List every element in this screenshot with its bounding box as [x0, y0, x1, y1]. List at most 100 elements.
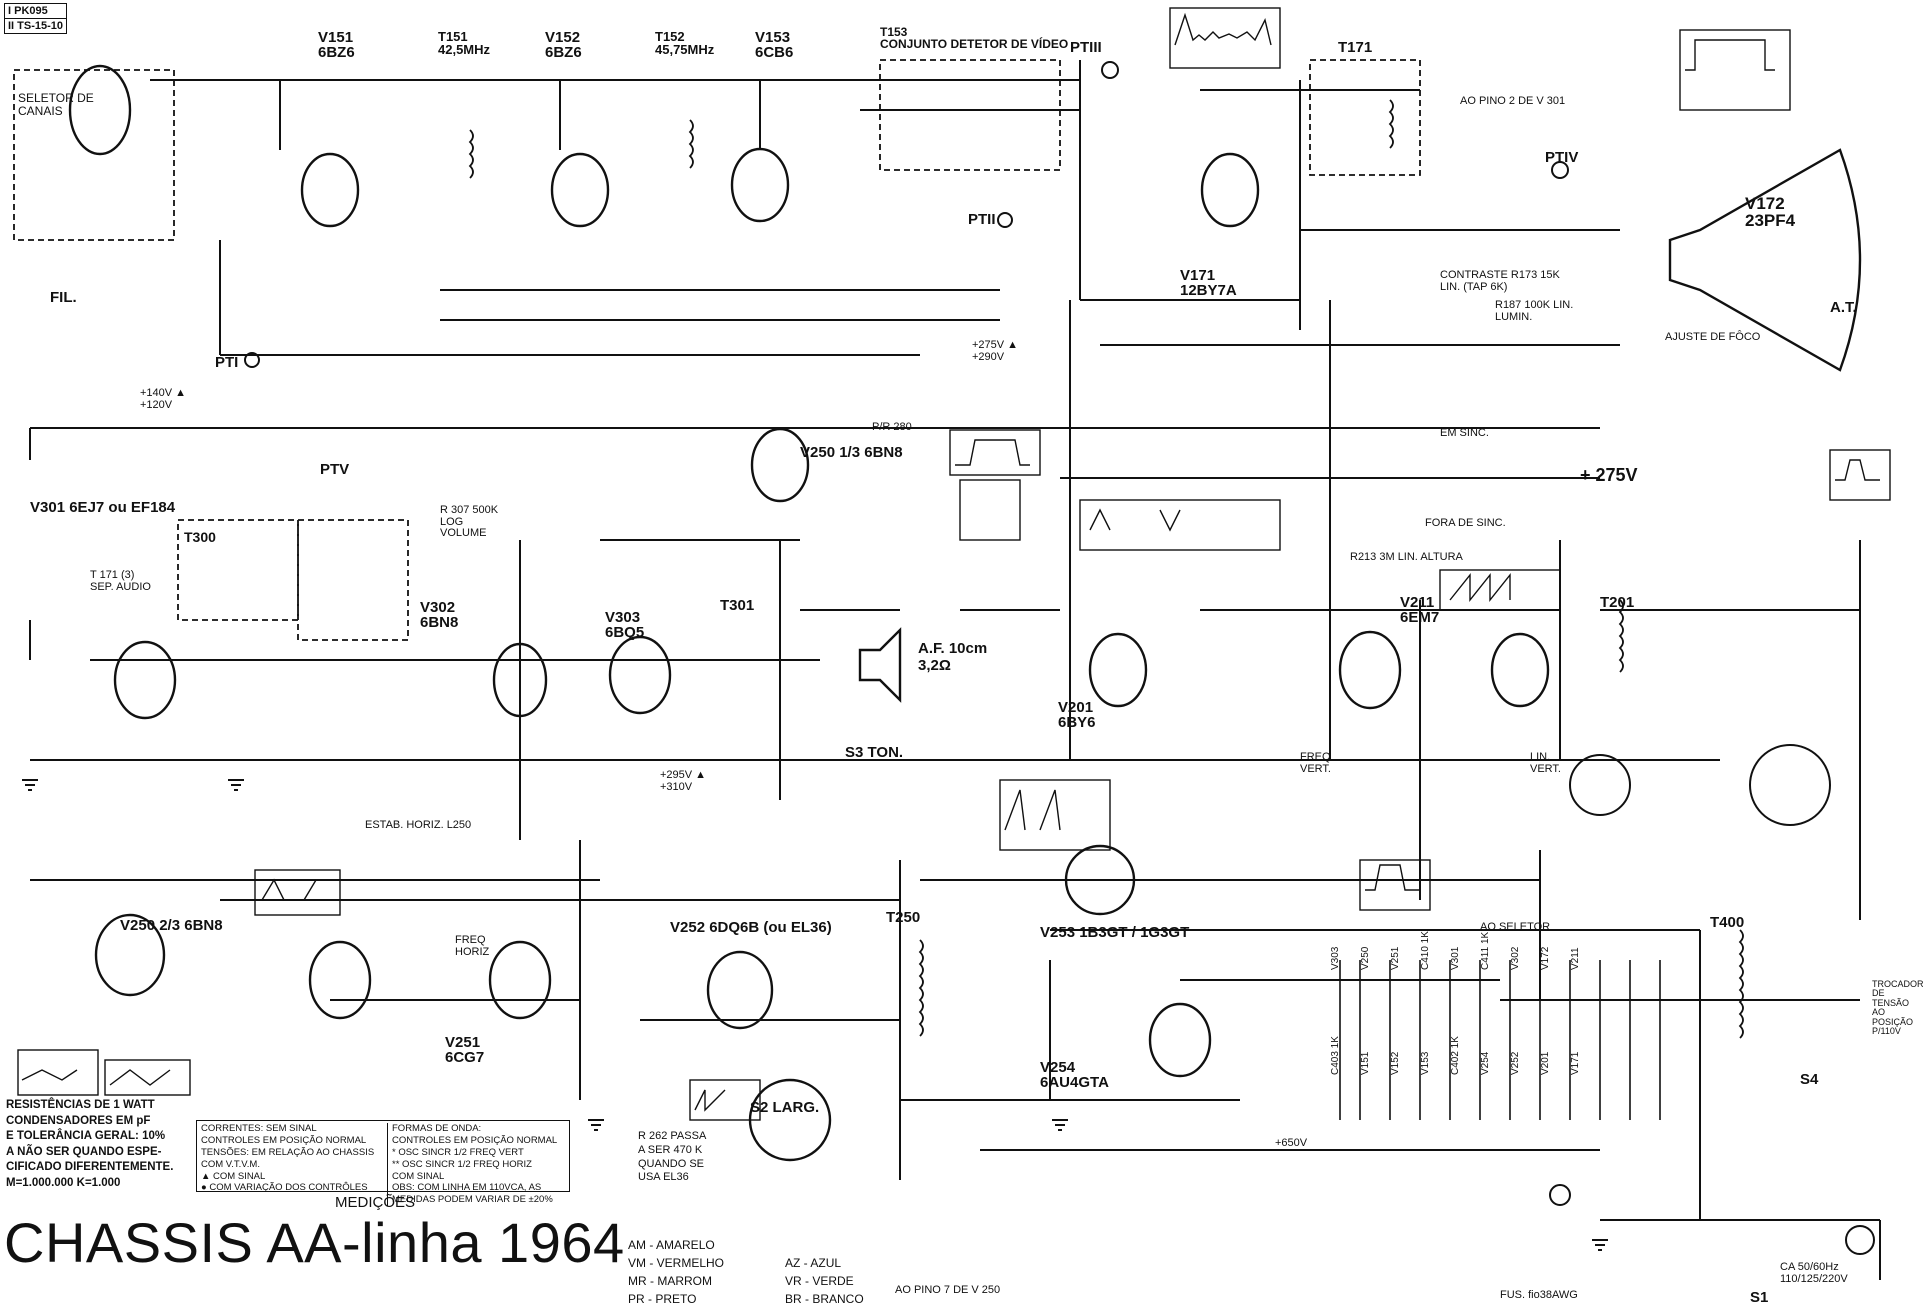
heater-item: V301 [1450, 946, 1461, 970]
heater-item: V211 [1570, 947, 1581, 970]
measurements-right: FORMAS DE ONDA: CONTROLES EM POSIÇÃO NOR… [387, 1123, 558, 1207]
measure-line: TENSÕES: EM RELAÇÃO AO CHASSIS [201, 1146, 375, 1158]
contrast-label: CONTRASTE R173 15K LIN. (TAP 6K) [1440, 269, 1560, 293]
chassis-title: CHASSIS AA-linha 1964 [4, 1211, 625, 1274]
horizontal-freq-label: FREQ HORIZ [455, 934, 490, 958]
power-switch-label: S1 [1750, 1289, 1769, 1306]
wire-color-legend-right: AZ - AZUL VR - VERDE BR - BRANCO [785, 1254, 864, 1308]
measure-line: COM SINAL [392, 1170, 445, 1182]
tube-label-v250a: V250 1/3 6BN8 [800, 444, 903, 461]
t171-audio-label: T 171 (3) SEP. AUDIO [90, 569, 151, 593]
t300-label: T300 [184, 529, 216, 545]
r262-note: R 262 PASSA A SER 470 K QUANDO SE USA EL… [638, 1130, 706, 1184]
measure-line: COM V.T.V.M. [201, 1158, 260, 1170]
heater-item: V252 [1510, 1051, 1521, 1075]
tube-label-t201: T201 [1600, 594, 1635, 611]
measure-line: * OSC SINCR 1/2 FREQ VERT [392, 1146, 524, 1158]
heater-item: C411 1K [1480, 931, 1491, 970]
chassis-code-2: II TS-15-10 [8, 20, 64, 32]
tube-label-t171: T171 [1338, 39, 1373, 56]
rail-295-label: +295V ▲ +310V [660, 769, 707, 793]
to-pin-v250-label: AO PINO 7 DE V 250 [895, 1284, 1001, 1296]
pt1-label: PTI [215, 354, 239, 371]
tube-label-v301: V301 6EJ7 ou EF184 [30, 499, 176, 516]
legend-item: MR - MARROM [628, 1274, 713, 1288]
speaker-label: A.F. 10cm 3,2Ω [918, 640, 988, 675]
heater-item: V151 [1360, 1051, 1371, 1075]
pt5-label: PTV [320, 461, 350, 478]
width-switch-label: S2 LARG. [750, 1099, 820, 1116]
legend-item: VR - VERDE [785, 1274, 854, 1288]
legend-item: VM - VERMELHO [628, 1256, 725, 1270]
to-pin-v301-label: AO PINO 2 DE V 301 [1460, 95, 1566, 107]
tube-label-t400: T400 [1710, 914, 1745, 931]
vertical-lin-label: LIN. VERT. [1530, 751, 1561, 775]
legend-item: BR - BRANCO [785, 1292, 864, 1306]
heater-item: V153 [1420, 1051, 1431, 1075]
supply-275-label: + 275V [1580, 465, 1638, 485]
measure-line: CONTROLES EM POSIÇÃO NORMAL [201, 1134, 367, 1146]
measure-line: ● COM VARIAÇÃO DOS CONTRÔLES [201, 1182, 368, 1194]
pt4-label: PTIV [1545, 149, 1579, 166]
hv-650-label: +650V [1275, 1137, 1308, 1149]
chassis-code-1: I PK095 [5, 4, 67, 19]
heater-item: C410 1K [1420, 931, 1431, 970]
heater-item: C403 1K [1330, 1036, 1341, 1075]
measure-line: CORRENTES: SEM SINAL [201, 1123, 317, 1134]
heater-item: V171 [1570, 1051, 1581, 1075]
note-line: E TOLERÂNCIA GERAL: 10% [6, 1130, 166, 1143]
volume-label: R 307 500K LOG VOLUME [440, 504, 499, 540]
tube-label-v253: V253 1B3GT / 1G3GT [1040, 924, 1190, 941]
measurements-title: MEDIÇÕES [335, 1194, 416, 1211]
in-sync-label: EM SINC. [1440, 427, 1489, 439]
tone-switch-label: S3 TON. [845, 744, 904, 761]
height-label: R213 3M LIN. ALTURA [1350, 551, 1463, 563]
mains-input-label: CA 50/60Hz 110/125/220V [1780, 1261, 1848, 1285]
fil-label: FIL. [50, 289, 77, 306]
out-of-sync-label: FORA DE SINC. [1425, 517, 1506, 529]
chassis-code-box: I PK095 II TS-15-10 [4, 3, 68, 34]
note-line: M=1.000.000 K=1.000 [6, 1176, 121, 1189]
note-line: CONDENSADORES EM pF [6, 1114, 151, 1127]
measure-line: ▲ COM SINAL [201, 1170, 266, 1182]
heater-item: V251 [1390, 946, 1401, 970]
heater-item: V201 [1540, 1051, 1551, 1075]
measure-line: MEDIDAS PODEM VARIAR DE ±20% [392, 1194, 553, 1206]
heater-item: V250 [1360, 946, 1371, 970]
heater-item: C402 1K [1450, 1036, 1461, 1075]
to-selector-label: AO SELETOR [1480, 921, 1551, 933]
heater-item: V303 [1330, 946, 1341, 970]
legend-item: AM - AMARELO [628, 1238, 715, 1252]
measure-line: CONTROLES EM POSIÇÃO NORMAL [392, 1134, 558, 1146]
measurements-box: CORRENTES: SEM SINAL CONTROLES EM POSIÇÃ… [196, 1120, 570, 1207]
legend-item: AZ - AZUL [785, 1256, 842, 1270]
tube-label-t250: T250 [886, 909, 921, 926]
note-line: A NÃO SER QUANDO ESPE- [6, 1145, 162, 1158]
note-line: RESISTÊNCIAS DE 1 WATT [6, 1099, 155, 1111]
tube-label-v250b: V250 2/3 6BN8 [120, 917, 223, 934]
voltage-selector-label: TROCADOR DE TENSÃO AO POSIÇÃO P/110V [1872, 979, 1924, 1037]
pt2-label: PTII [968, 211, 996, 228]
heater-item: V172 [1540, 946, 1551, 970]
measure-line: FORMAS DE ONDA: [392, 1123, 482, 1134]
measure-line: OBS: COM LINHA EM 110VCA, AS [392, 1182, 542, 1194]
vertical-freq-label: FREQ VERT. [1300, 751, 1331, 775]
measurements-left: CORRENTES: SEM SINAL CONTROLES EM POSIÇÃ… [201, 1123, 374, 1194]
pt3-label: PTIII [1070, 39, 1102, 56]
horizontal-stab-label: ESTAB. HORIZ. L250 [365, 819, 472, 831]
wire-color-legend-left: AM - AMARELO VM - VERMELHO MR - MARROM P… [628, 1236, 724, 1308]
rail-275-label: +275V ▲ +290V [972, 339, 1019, 363]
heater-item: V302 [1510, 946, 1521, 970]
tube-label-v252: V252 6DQ6B (ou EL36) [670, 919, 832, 936]
t301-label: T301 [720, 597, 755, 614]
luminance-label: R187 100K LIN. LUMIN. [1495, 299, 1574, 323]
fuse-label: FUS. fio38AWG [1500, 1289, 1578, 1301]
